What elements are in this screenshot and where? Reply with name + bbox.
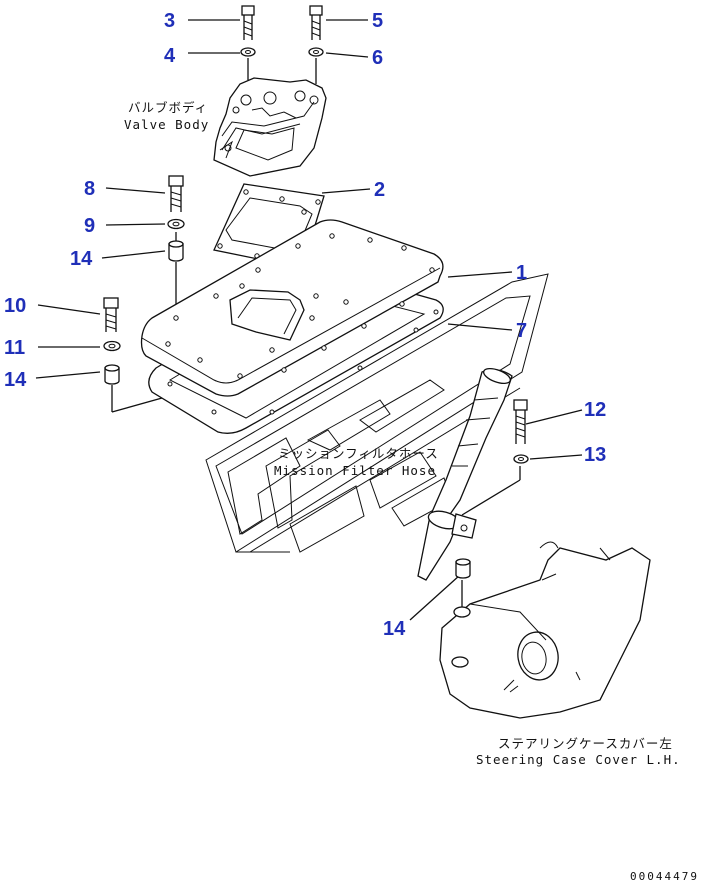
label-steering-case-cover-en: Steering Case Cover L.H. [476,752,681,767]
callout-12: 12 [584,399,606,421]
callout-10: 10 [4,295,26,317]
cover-plate-1 [140,219,444,397]
bolt-10 [103,297,119,332]
washer-9 [167,218,185,230]
callout-7: 7 [516,320,527,342]
callout-14-lower: 14 [383,618,406,640]
washer-11 [103,340,121,352]
callout-11: 11 [4,337,25,359]
label-mission-filter-hose-jp: ミッションフィルタホース [278,446,439,461]
mission-filter-hose [417,367,513,581]
sleeve-14-upper [168,240,184,262]
callout-numbers: 3 4 5 6 8 9 14 2 1 7 10 11 14 12 13 14 [4,10,606,640]
bolt-3 [241,5,255,40]
sleeve-14-lower [455,558,471,579]
label-valve-body-jp: バルブボディ [128,100,208,115]
drawing-code: 00044479 [630,870,699,883]
callout-6: 6 [372,47,383,69]
callout-5: 5 [372,10,383,32]
steering-case-cover [439,541,651,719]
callout-14-left: 14 [4,369,27,391]
callout-1: 1 [516,262,527,284]
cover-bolt-holes [165,233,435,379]
label-steering-case-cover-jp: ステアリングケースカバー左 [498,736,673,751]
callout-2: 2 [374,179,385,201]
bolt-12 [513,399,528,444]
callout-9: 9 [84,215,95,237]
washer-4 [240,47,256,57]
callout-8: 8 [84,178,95,200]
bolt-5 [309,5,323,40]
washer-6 [308,47,324,57]
label-mission-filter-hose-en: Mission Filter Hose [274,463,436,478]
callout-13: 13 [584,444,606,466]
callout-4: 4 [164,45,176,67]
part-labels: バルブボディ Valve Body ミッションフィルタホース Mission F… [124,100,699,883]
washer-13 [513,454,529,464]
label-valve-body-en: Valve Body [124,117,209,132]
valve-body [213,77,327,177]
sleeve-14-left [104,364,120,385]
bolt-8 [168,175,184,212]
callout-3: 3 [164,10,175,32]
callout-14-upper: 14 [70,248,93,270]
